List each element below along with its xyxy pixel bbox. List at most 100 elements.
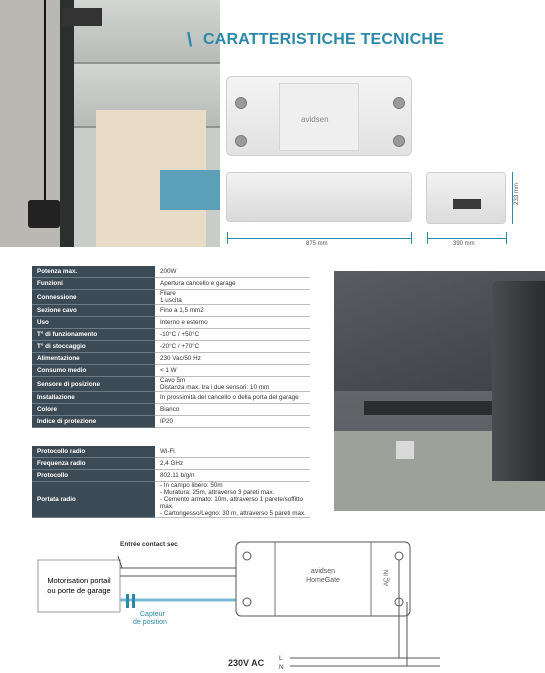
spec-value: Interno e esterno [155,316,310,329]
spec-key: Uso [32,316,155,329]
spec-key: Alimentazione [32,352,155,365]
heading-slash-icon: \ [187,30,193,51]
width-dimension: 390 mm [453,241,475,247]
spec-value-line: Distanza max. tra i due sensori: 10 mm [160,384,270,391]
dim-tick [427,232,428,244]
spec-value-line: Fino a 1,5 mm2 [160,307,204,314]
line-n-label: N [279,664,284,671]
spec-value: < 1 W [155,364,310,377]
screw-icon [235,97,247,109]
dim-tick [411,232,412,244]
spec-key: Funzioni [32,277,155,290]
device-end-view [426,172,506,224]
spec-key: Portata radio [32,481,155,518]
spec-row: Indice di protezione IP20 [32,415,310,428]
line-l-label: L [279,655,283,662]
spec-row: T° di stoccaggio-20°C / +70°C [32,340,310,353]
spec-value-line: Filare [160,290,176,297]
spec-row: Consumo medio < 1 W [32,364,310,377]
spec-key: Installazione [32,391,155,404]
svg-text:~: ~ [385,577,394,582]
spec-value-line: Interno e esterno [160,319,208,326]
wiring-diagram: Motorisation portail ou porte de garage … [37,541,440,671]
spec-value: Wi-Fi [155,446,310,458]
screw-icon [242,551,252,561]
spec-value-line: 1 uscita [160,297,182,304]
spec-key: T° di stoccaggio [32,340,155,353]
mains-label: 230V AC [228,658,265,668]
dim-tick [227,232,228,244]
spec-value-line: 802.11 b/g/n [160,472,195,479]
spec-value: 200W [155,266,310,278]
spec-key: Sezione cavo [32,304,155,317]
spec-value-line: 2,4 GHz [160,460,184,467]
spec-row: Sezione cavo Fino a 1,5 mm2 [32,304,310,317]
spec-key: Potenza max. [32,266,155,278]
spec-value-line: Apertura cancello e garage [160,280,236,287]
spec-value-line: - Cemento armato: 10m, attraverso 1 pare… [160,496,304,510]
spec-value: -10°C / +50°C [155,328,310,341]
spec-value-line: - Muratura: 25m, attraverso 3 pareti max… [160,489,275,496]
spec-value-line: In prossimità del cancello o della porta… [160,394,299,401]
garage-photo [0,0,220,247]
device-label-2: HomeGate [306,577,340,584]
spec-row: Potenza max. 200W [32,266,310,278]
sensor-label-1: Capteur [140,611,166,618]
spec-row: Protocollo radio Wi-Fi [32,446,310,458]
spec-value: Bianco [155,403,310,416]
spec-key: Sensore di posizione [32,376,155,392]
spec-key: Protocollo [32,469,155,482]
spec-value-line: Cavo 5m [160,377,186,384]
spec-key: T° di funzionamento [32,328,155,341]
device-label-1: avidsen [311,568,335,575]
spec-value: IP20 [155,415,310,428]
device-top-view: avidsen [226,76,412,156]
spec-value-line: IP20 [160,418,173,425]
device-side-view [226,172,412,222]
screw-icon [242,597,252,607]
sensor-magnet-icon [126,594,129,608]
spec-value-line: Bianco [160,406,180,413]
spec-value-line: 200W [160,268,177,275]
spec-value-line: Wi-Fi [160,448,175,455]
spec-value-line: - Cartongesso/Legno: 30 m, attraverso 5 … [160,510,306,517]
spec-key: Indice di protezione [32,415,155,428]
spec-key: Consumo medio [32,364,155,377]
spec-value: - In campo libero: 50m- Muratura: 25m, a… [155,481,310,518]
spec-value: 802.11 b/g/n [155,469,310,482]
sensor-label-2: de position [133,619,167,626]
spec-value: -20°C / +70°C [155,340,310,353]
height-dimension: 233 mm [513,183,520,205]
spec-row: Protocollo 802.11 b/g/n [32,469,310,482]
brand-logo: avidsen [301,115,329,124]
sensor-icon [132,594,135,608]
spec-value: In prossimità del cancello o della porta… [155,391,310,404]
spec-row: Portata radio- In campo libero: 50m- Mur… [32,481,310,518]
motor-box [37,559,121,613]
spec-value-line: < 1 W [160,367,177,374]
spec-row: T° di funzionamento -10°C / +50°C [32,328,310,341]
screw-icon [235,135,247,147]
ac-in-label: AC IN [384,570,390,586]
spec-value: Fino a 1,5 mm2 [155,304,310,317]
spec-table-general: Potenza max. 200W Funzioni Apertura cancell… [32,266,310,428]
gate-motor-photo [334,271,545,511]
spec-value: Apertura cancello e garage [155,277,310,290]
dry-contact-label: Entrée contact sec [120,541,178,548]
spec-value-line: -10°C / +50°C [160,331,200,338]
screw-icon [393,97,405,109]
page-title: CARATTERISTICHE TECNICHE [203,31,444,48]
screw-icon [393,135,405,147]
dim-tick [506,232,507,244]
spec-key: Protocollo radio [32,446,155,458]
motor-label-2: ou porte de garage [47,586,110,595]
spec-key: Connessione [32,289,155,305]
